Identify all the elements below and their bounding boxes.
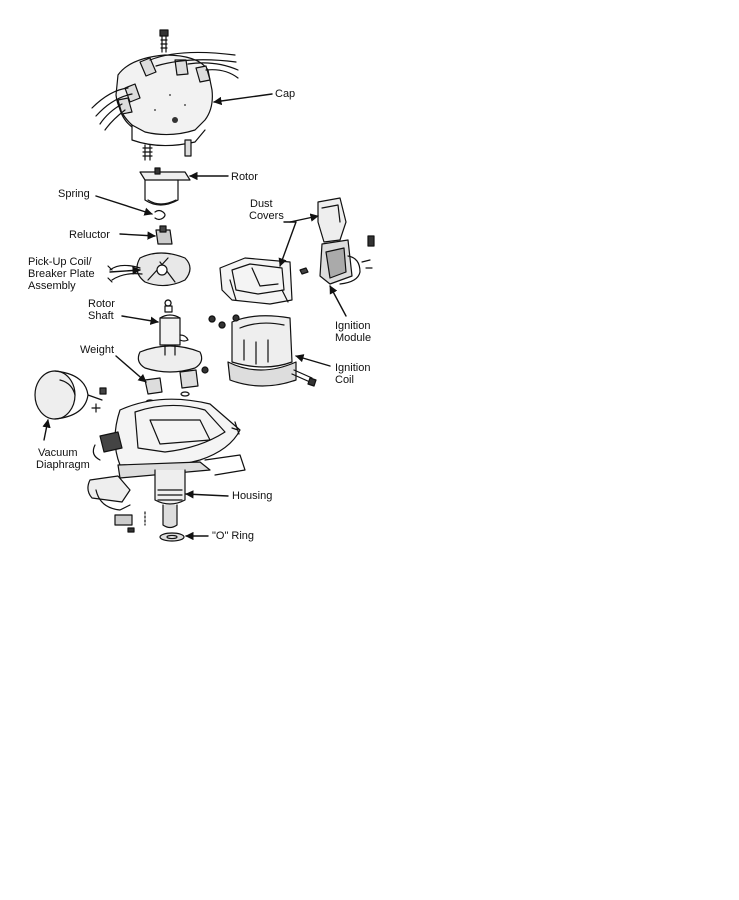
pickup-leader	[109, 266, 141, 275]
ignition-module-label-line2: Module	[335, 332, 372, 344]
cap-leader	[213, 93, 273, 106]
housing-part	[87, 398, 246, 533]
rotor-shaft-label-line2: Shaft	[88, 310, 114, 322]
dust-covers-leader-upper	[289, 213, 319, 223]
cap-label: Cap	[275, 88, 296, 100]
reluctor-label: Reluctor	[69, 229, 110, 241]
ignition-module-label-line1: Ignition	[335, 320, 371, 332]
vacuum-diaphragm-part	[34, 370, 107, 420]
dust-covers-leader-lower	[278, 221, 297, 267]
dust-covers-label-line2: Covers	[249, 210, 284, 222]
spring-part	[154, 209, 166, 221]
spring-label: Spring	[58, 188, 90, 200]
o-ring-part	[159, 532, 185, 542]
ignition-coil-label-line2: Coil	[335, 374, 354, 386]
housing-label: Housing	[232, 490, 273, 502]
weight-label: Weight	[80, 344, 115, 356]
pickup-coil-part	[107, 252, 191, 307]
reluctor-part	[155, 225, 173, 245]
reluctor-leader	[119, 231, 156, 240]
rotor-part	[139, 167, 191, 206]
ignition-module-part	[299, 235, 375, 285]
ignition-coil-leader	[295, 354, 331, 367]
cap-part	[91, 29, 239, 161]
rotor-label: Rotor	[231, 171, 258, 183]
ignition-coil-part	[208, 314, 317, 387]
vacuum-diaphragm-label-line2: Diaphragm	[36, 459, 90, 471]
housing-leader	[185, 490, 229, 499]
pickup-label-line2: Breaker Plate	[28, 268, 95, 280]
spring-leader	[95, 195, 153, 216]
o-ring-label: "O" Ring	[212, 530, 255, 542]
pickup-label-line3: Assembly	[28, 280, 76, 292]
pickup-label-line1: Pick-Up Coil/	[28, 256, 92, 268]
weight-leader	[115, 355, 147, 383]
weight-part	[144, 366, 209, 405]
rotor-shaft-part	[137, 305, 203, 373]
leader-lines	[42, 93, 347, 541]
vacuum-diaphragm-label-line1: Vacuum	[38, 447, 78, 459]
vacuum-leader	[42, 419, 51, 441]
ignition-module-leader	[329, 285, 347, 317]
rotor-shaft-leader	[121, 315, 159, 325]
dust-covers-label-line1: Dust	[250, 198, 273, 210]
rotor-shaft-label-line1: Rotor	[88, 298, 115, 310]
ignition-coil-label-line1: Ignition	[335, 362, 371, 374]
dust-covers-part	[219, 197, 347, 305]
